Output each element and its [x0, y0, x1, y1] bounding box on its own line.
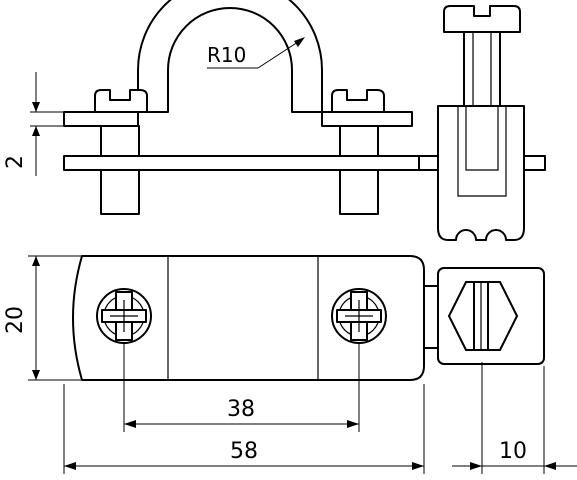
right-bolt-shank-lower [339, 169, 379, 215]
clamp-body [437, 105, 525, 241]
thickness-label: 2 [3, 155, 28, 169]
clamp-connector [423, 285, 439, 349]
radius-leader [257, 39, 302, 69]
overall-length-label: 58 [230, 439, 258, 464]
saddle-strip [63, 0, 413, 127]
left-bolt-shank-lower [100, 169, 140, 215]
side-view [418, 5, 546, 241]
height-dimension [28, 255, 82, 381]
clamp-width-label: 10 [499, 439, 527, 464]
hole-spacing-dimension [123, 342, 360, 432]
radius-arrowhead [294, 37, 305, 47]
left-bolt-shank [100, 125, 140, 157]
hole-spacing-label: 38 [227, 397, 255, 422]
clip-outline [72, 255, 425, 381]
side-screw-head [443, 5, 521, 33]
overall-length-dimension [63, 384, 425, 474]
clamp-width-dimension [452, 362, 577, 474]
left-screw-top [96, 288, 152, 344]
side-screw-shank [463, 31, 501, 107]
clamp-slot-inner [465, 106, 499, 171]
front-view [63, 0, 420, 215]
height-label: 20 [3, 306, 28, 334]
radius-label: R10 [207, 43, 246, 67]
left-screw-head [94, 89, 148, 113]
top-view [72, 255, 545, 381]
right-screw-head [331, 89, 385, 113]
thickness-dimension [30, 72, 64, 176]
right-bolt-shank [339, 125, 379, 157]
right-screw-top [331, 288, 387, 344]
lower-strip [63, 155, 420, 171]
clamp-slot [457, 106, 507, 197]
